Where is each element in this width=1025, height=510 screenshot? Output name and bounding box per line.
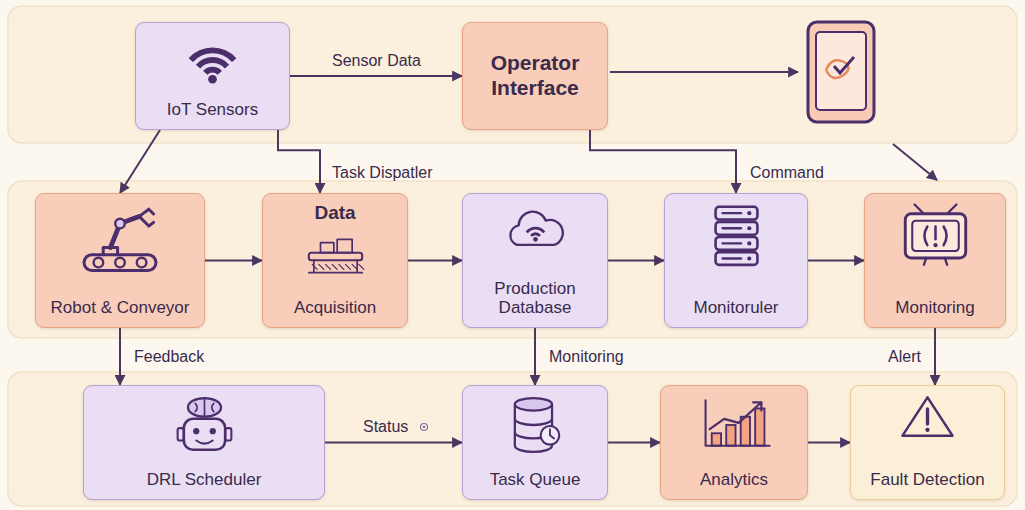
node-label: Operator Interface [469,51,601,99]
db-icon [494,394,577,456]
flow-arrow [290,75,462,77]
band [8,181,1017,338]
process-box: DRL Scheduler [83,385,325,500]
edge-label: Alert [886,347,923,366]
process-box: Monitoring [864,193,1006,328]
band [8,372,1017,506]
edge-label: Feedback [132,347,206,366]
node-label: Fault Detection [870,470,984,490]
flow-arrow [590,130,736,193]
robot-icon [72,202,168,274]
node-label: IoT Sensors [167,100,258,120]
process-box: Robot & Conveyor [35,193,205,328]
flow-arrow [808,260,864,262]
node-label: Data [314,202,355,224]
process-box: IoT Sensors [135,22,290,130]
flow-arrow [608,260,664,262]
node-label: Acquisition [294,298,376,318]
node-label: Robot & Conveyor [51,298,190,318]
flow-arrow [934,328,936,385]
process-box: Production Database [462,193,608,328]
process-box: DataAcquisition [262,193,408,328]
cloud-icon [498,202,573,258]
flow-arrow [808,442,850,444]
process-box: Monitoruler [664,193,808,328]
node-label: Monitoring [895,298,974,318]
tablet-icon [808,22,874,122]
flow-arrow [120,130,160,193]
arrow-line [893,144,937,180]
edge-label: Monitoring [547,347,626,366]
monitor-icon [889,202,982,272]
bot-icon [163,394,246,456]
process-box: Fault Detection [850,385,1005,500]
process-box: Task Queue [462,385,608,500]
flow-arrow [325,442,462,444]
server-icon [690,202,783,272]
flow-arrow [408,260,462,262]
wifi-icon [174,31,251,89]
arrow-line [610,71,798,73]
flow-arrow [119,328,121,385]
edge-label: Sensor Data [330,51,423,70]
flow-arrow [278,130,320,193]
band [8,6,1017,143]
status-symbol [421,424,428,431]
flow-arrow [534,328,536,385]
node-label: Analytics [700,470,768,490]
edge-label: Task Dispatler [330,163,434,182]
node-label: Production Database [469,279,601,318]
fault-icon [894,394,961,444]
flow-arrow [608,442,660,444]
flow-arrow [205,260,262,262]
process-box: Analytics [660,385,808,500]
node-label: Monitoruler [693,298,778,318]
edge-label: Command [748,163,826,182]
edge-label: Status [361,417,410,436]
node-label: Task Queue [490,470,581,490]
conveyor-icon [302,236,369,286]
process-box: Operator Interface [462,22,608,130]
node-label: DRL Scheduler [147,470,262,490]
chart-icon [693,394,776,456]
